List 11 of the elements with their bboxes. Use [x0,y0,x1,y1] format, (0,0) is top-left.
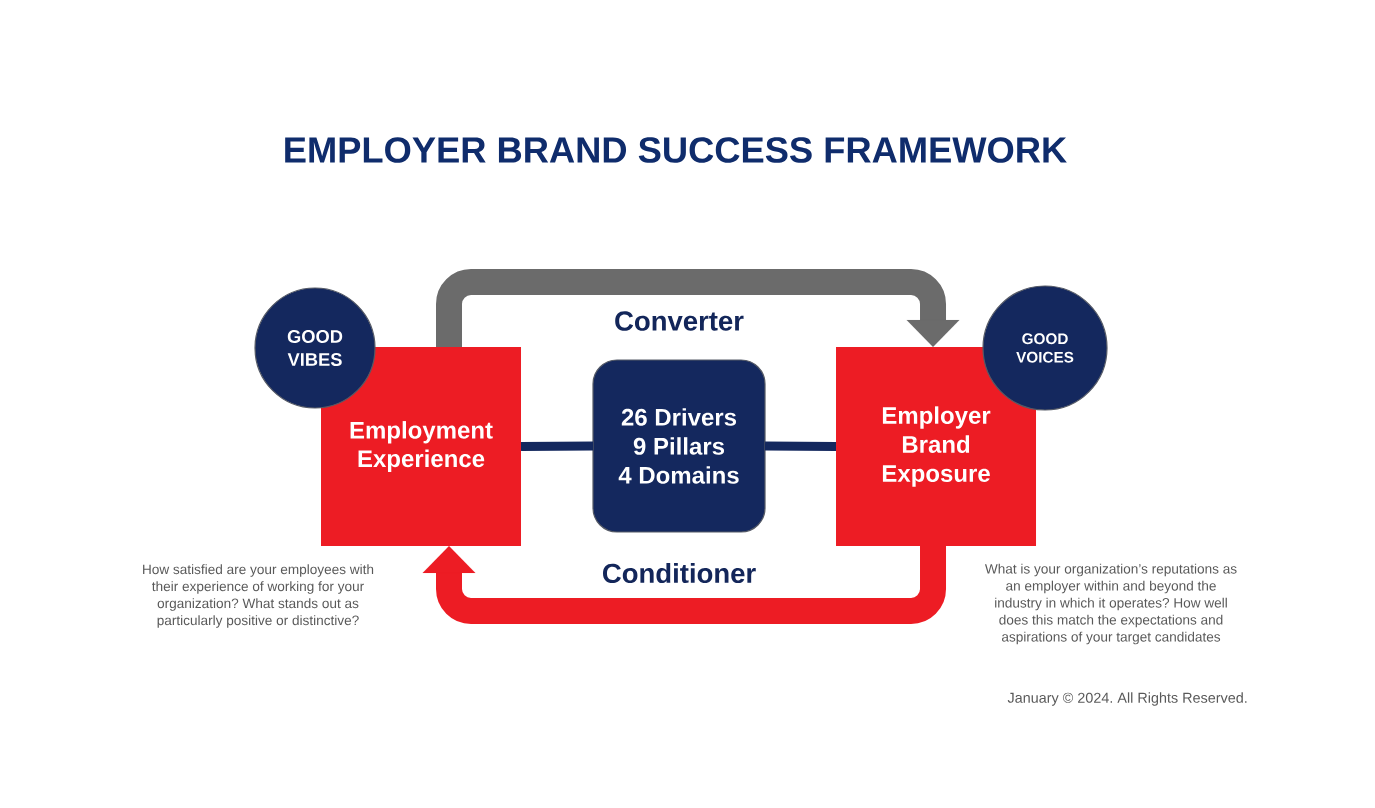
block-arrow [422,546,946,624]
footer-text: January © 2024. All Rights Reserved. [1007,692,1247,706]
description-text: How satisfied are your employees with their experience of working for your organization? What stands out as particularly positive or distinctive? [143,564,374,628]
edge-label: Conditioner [603,562,756,584]
title: EMPLOYER BRAND SUCCESS FRAMEWORK [285,137,1067,163]
description-text: What is your organization’s reputations as an employer within and beyond the industry in which it operates? How well does this match the expectations and aspirations of your target candidates [984,563,1237,645]
rounded-box: 26 Drivers 9 Pillars 4 Domains [592,359,766,533]
connector-line [764,441,837,451]
edge-label: Converter [615,311,744,331]
block-arrow [436,269,960,347]
connector-line [520,441,594,451]
